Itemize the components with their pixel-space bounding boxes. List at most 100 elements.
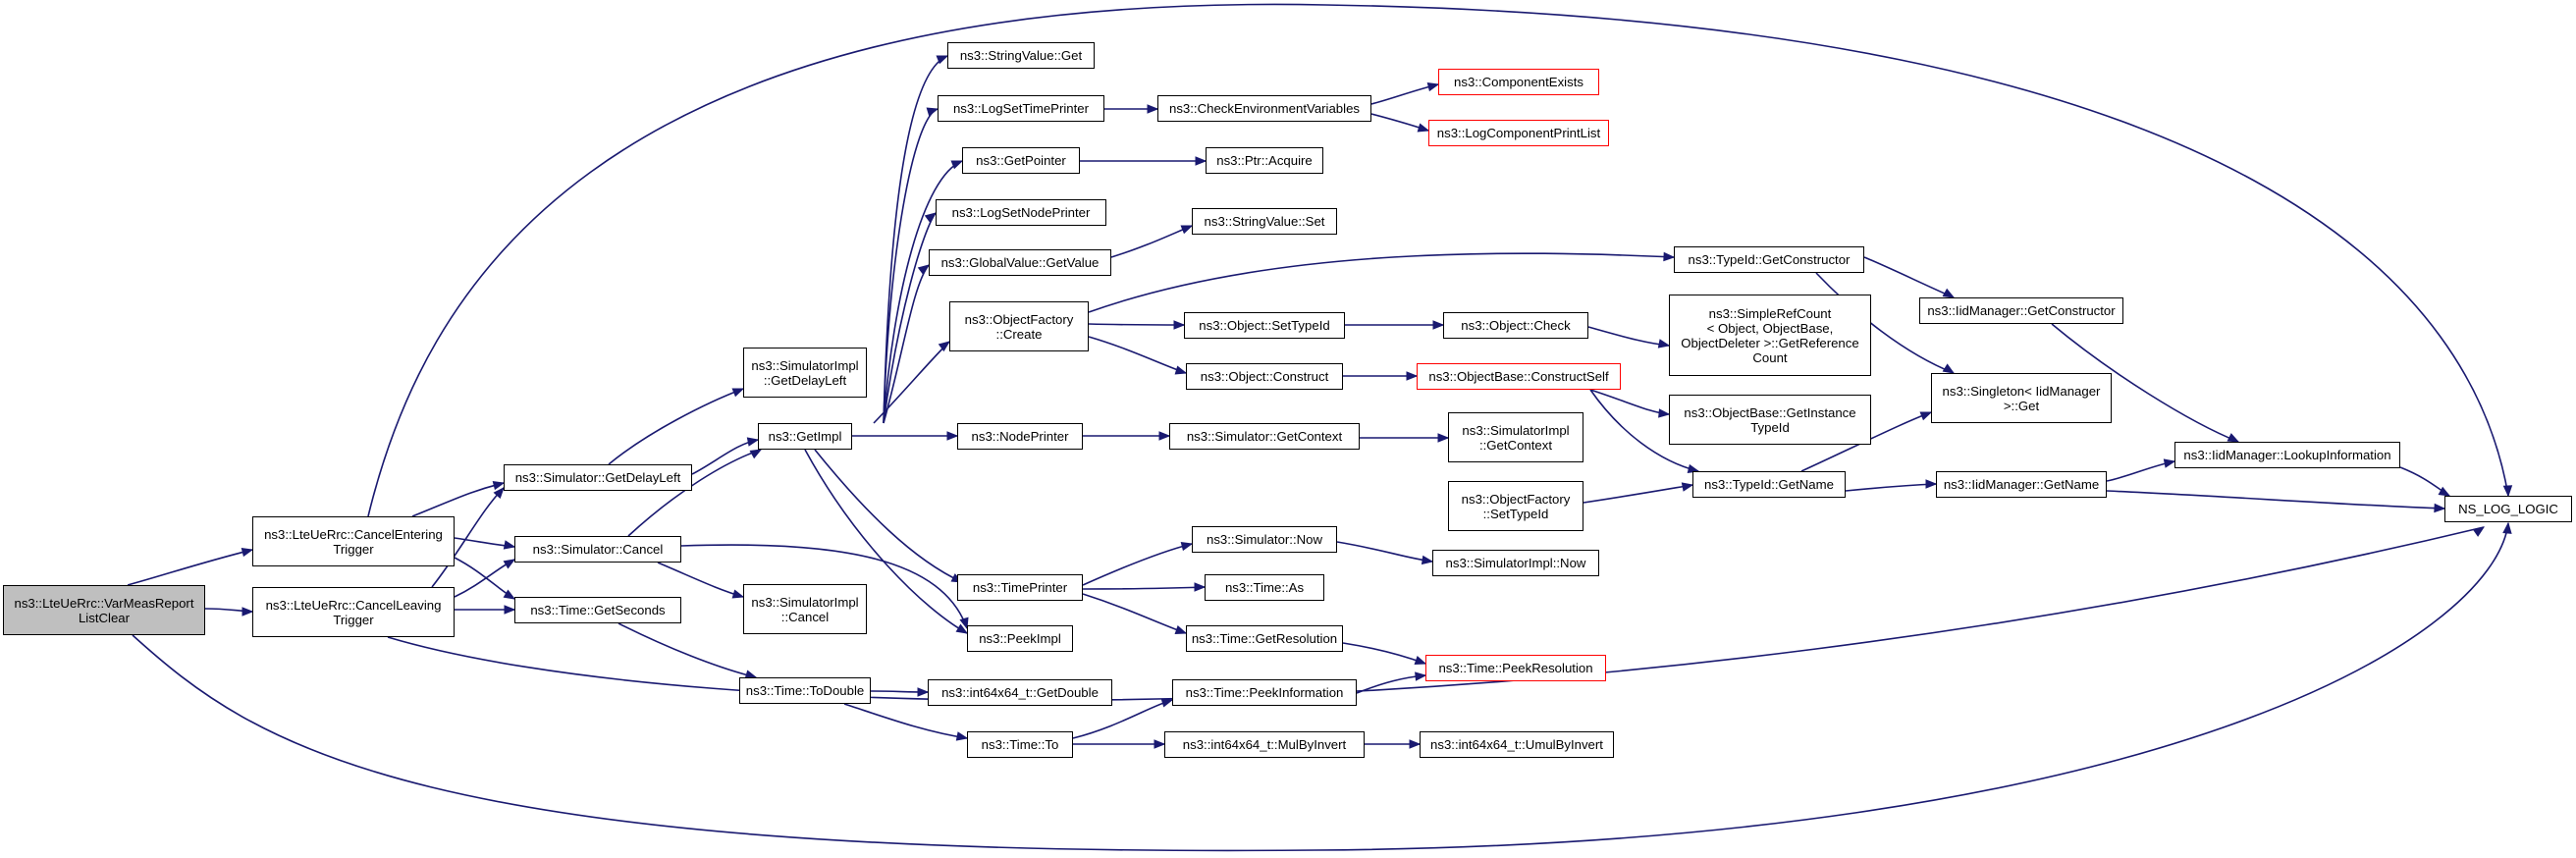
node-stringvalue-get[interactable]: ns3::StringValue::Get <box>947 42 1095 69</box>
node-simulator-getcontext[interactable]: ns3::Simulator::GetContext <box>1169 423 1360 450</box>
call-edge <box>814 449 963 583</box>
node-varmeasreportlistclear: ns3::LteUeRrc::VarMeasReport ListClear <box>3 585 205 635</box>
node-objectbase-constructself[interactable]: ns3::ObjectBase::ConstructSelf <box>1417 363 1621 390</box>
arrowhead <box>503 589 516 600</box>
call-edge <box>1800 411 1932 472</box>
node-simplerefcount-getreferencecount[interactable]: ns3::SimpleRefCount < Object, ObjectBase… <box>1669 295 1871 376</box>
node-objectfactory-create[interactable]: ns3::ObjectFactory ::Create <box>949 301 1089 351</box>
node-simulatorimpl-getcontext[interactable]: ns3::SimulatorImpl ::GetContext <box>1448 412 1583 462</box>
node-time-as[interactable]: ns3::Time::As <box>1205 574 1324 601</box>
node-componentexists[interactable]: ns3::ComponentExists <box>1438 69 1599 95</box>
arrowhead <box>2227 433 2240 443</box>
arrowhead <box>504 605 516 615</box>
call-edge <box>1110 225 1193 258</box>
call-edge <box>2051 323 2239 443</box>
arrowhead <box>2163 458 2176 468</box>
node-time-todouble[interactable]: ns3::Time::ToDouble <box>739 677 871 704</box>
arrowhead <box>936 55 949 65</box>
arrowhead <box>2502 521 2512 534</box>
arrowhead <box>1681 482 1694 492</box>
node-logsetnodeprinter[interactable]: ns3::LogSetNodePrinter <box>936 199 1106 226</box>
call-edge <box>1845 483 1937 492</box>
arrowhead <box>492 480 506 491</box>
node-simulatorimpl-getdelayleft[interactable]: ns3::SimulatorImpl ::GetDelayLeft <box>743 348 867 398</box>
node-iidmanager-getname[interactable]: ns3::IidManager::GetName <box>1936 471 2107 498</box>
call-edge <box>1863 256 1955 298</box>
call-edge <box>1336 541 1433 563</box>
node-logsettimeprinter[interactable]: ns3::LogSetTimePrinter <box>938 95 1104 122</box>
arrowhead <box>946 431 959 441</box>
call-edge <box>883 212 937 424</box>
node-objectfactory-settypeid[interactable]: ns3::ObjectFactory ::SetTypeId <box>1448 481 1583 531</box>
node-object-construct[interactable]: ns3::Object::Construct <box>1186 363 1343 390</box>
node-simulatorimpl-now[interactable]: ns3::SimulatorImpl::Now <box>1432 550 1599 576</box>
call-edge <box>1370 83 1439 105</box>
node-ptr-acquire[interactable]: ns3::Ptr::Acquire <box>1206 147 1323 174</box>
arrowhead <box>503 540 516 550</box>
arrowhead <box>503 559 516 569</box>
arrowhead <box>1657 339 1671 349</box>
node-simulatorimpl-cancel[interactable]: ns3::SimulatorImpl ::Cancel <box>743 584 867 634</box>
call-edge <box>1583 484 1693 504</box>
node-ns-log-logic[interactable]: NS_LOG_LOGIC <box>2444 496 2572 522</box>
arrowhead <box>493 486 505 500</box>
call-edge <box>1589 389 1670 415</box>
arrowhead <box>1414 656 1427 666</box>
arrowhead <box>1426 81 1440 92</box>
node-nodeprinter[interactable]: ns3::NodePrinter <box>957 423 1083 450</box>
call-edge <box>1088 323 1185 326</box>
arrowhead <box>917 687 930 697</box>
node-singleton-iidmanager-get[interactable]: ns3::Singleton< IidManager >::Get <box>1931 373 2112 423</box>
node-iidmanager-getconstructor[interactable]: ns3::IidManager::GetConstructor <box>1919 297 2123 324</box>
node-int64x64-mulbyinvert[interactable]: ns3::int64x64_t::MulByInvert <box>1164 731 1365 758</box>
call-edge <box>608 388 744 465</box>
node-cancelleavingtrigger[interactable]: ns3::LteUeRrc::CancelLeaving Trigger <box>252 587 455 637</box>
call-edge <box>657 562 744 598</box>
arrowhead <box>746 437 760 447</box>
node-cancelenteringtrigger[interactable]: ns3::LteUeRrc::CancelEntering Trigger <box>252 516 455 566</box>
arrowhead <box>1421 555 1434 565</box>
node-getpointer[interactable]: ns3::GetPointer <box>962 147 1080 174</box>
call-edge <box>127 549 253 586</box>
node-int64x64-umulbyinvert[interactable]: ns3::int64x64_t::UmulByInvert <box>1420 731 1614 758</box>
node-object-check[interactable]: ns3::Object::Check <box>1443 312 1588 339</box>
node-typeid-getconstructor[interactable]: ns3::TypeId::GetConstructor <box>1674 246 1864 273</box>
arrowhead <box>1415 671 1427 681</box>
node-simulator-getdelayleft[interactable]: ns3::Simulator::GetDelayLeft <box>504 464 692 491</box>
call-edge <box>680 544 968 629</box>
node-object-settypeid[interactable]: ns3::Object::SetTypeId <box>1184 312 1345 339</box>
node-time-peekresolution[interactable]: ns3::Time::PeekResolution <box>1425 655 1606 681</box>
node-iidmanager-lookupinformation[interactable]: ns3::IidManager::LookupInformation <box>2174 442 2400 468</box>
arrowhead <box>1180 225 1194 235</box>
arrowhead <box>1174 625 1188 635</box>
call-edge <box>1815 272 1955 374</box>
node-simulator-cancel[interactable]: ns3::Simulator::Cancel <box>514 536 681 563</box>
node-peekimpl[interactable]: ns3::PeekImpl <box>967 625 1073 652</box>
node-logcomponentprintlist[interactable]: ns3::LogComponentPrintList <box>1428 120 1609 146</box>
call-edge <box>411 482 505 517</box>
arrowhead <box>242 607 254 617</box>
node-checkenvironmentvariables[interactable]: ns3::CheckEnvironmentVariables <box>1157 95 1371 122</box>
arrowhead <box>1919 411 1933 421</box>
node-time-getseconds[interactable]: ns3::Time::GetSeconds <box>514 597 681 623</box>
call-edge <box>883 108 939 424</box>
arrowhead <box>950 160 964 170</box>
arrowhead <box>1194 582 1207 592</box>
node-getimpl[interactable]: ns3::GetImpl <box>758 423 852 450</box>
node-timeprinter[interactable]: ns3::TimePrinter <box>957 574 1083 601</box>
node-simulator-now[interactable]: ns3::Simulator::Now <box>1192 526 1337 553</box>
node-int64x64-getdouble[interactable]: ns3::int64x64_t::GetDouble <box>928 679 1112 706</box>
arrowhead <box>731 589 745 599</box>
node-time-getresolution[interactable]: ns3::Time::GetResolution <box>1186 625 1343 652</box>
arrowhead <box>2434 503 2446 513</box>
node-stringvalue-set[interactable]: ns3::StringValue::Set <box>1192 208 1337 235</box>
node-objectbase-getinstancetypeid[interactable]: ns3::ObjectBase::GetInstance TypeId <box>1669 395 1871 445</box>
call-edge <box>2106 490 2445 509</box>
call-edge <box>431 487 505 588</box>
node-time-peekinformation[interactable]: ns3::Time::PeekInformation <box>1172 679 1357 706</box>
node-globalvalue-getvalue[interactable]: ns3::GlobalValue::GetValue <box>929 249 1111 276</box>
node-typeid-getname[interactable]: ns3::TypeId::GetName <box>1692 471 1846 498</box>
node-time-to[interactable]: ns3::Time::To <box>967 731 1073 758</box>
arrowhead <box>1417 123 1430 133</box>
